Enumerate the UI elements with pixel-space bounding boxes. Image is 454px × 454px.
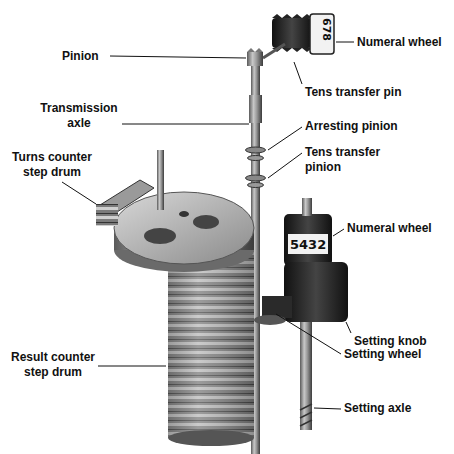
part-label: Turns counter step drum bbox=[4, 150, 100, 180]
part-label: Setting axle bbox=[344, 401, 448, 416]
part-label: Setting knob bbox=[354, 334, 450, 349]
part-label: Result counter step drum bbox=[8, 350, 98, 380]
part-label: Transmission axle bbox=[36, 101, 122, 131]
part-label: Numeral wheel bbox=[347, 221, 447, 236]
part-label: Setting wheel bbox=[344, 347, 448, 362]
part-label: Numeral wheel bbox=[357, 35, 451, 50]
part-label: Arresting pinion bbox=[305, 119, 445, 134]
part-label: Pinion bbox=[62, 49, 110, 64]
wheel-digits: 5432 bbox=[290, 237, 326, 252]
wheel-digits: 678 bbox=[320, 18, 332, 41]
part-label: Tens transfer pinion bbox=[305, 145, 395, 175]
part-label: Tens transfer pin bbox=[305, 85, 445, 100]
